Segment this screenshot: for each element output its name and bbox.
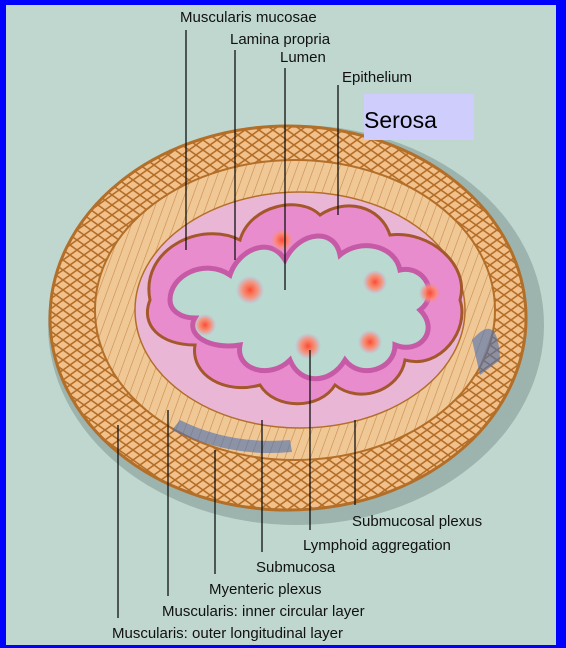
lymphoid-node-7	[358, 330, 382, 354]
label-epithelium: Epithelium	[342, 69, 412, 86]
label-lumen: Lumen	[280, 49, 326, 66]
label-outer-longitudinal: Muscularis: outer longitudinal layer	[112, 625, 343, 642]
label-lymphoid-aggregation: Lymphoid aggregation	[303, 537, 451, 554]
label-submucosal-plexus: Submucosal plexus	[352, 513, 482, 530]
label-myenteric-plexus: Myenteric plexus	[209, 581, 322, 598]
lymphoid-node-1	[270, 228, 294, 252]
lymphoid-node-3	[194, 314, 216, 336]
lymphoid-node-6	[419, 282, 441, 304]
lymphoid-node-4	[295, 333, 321, 359]
serosa-label: Serosa	[364, 107, 437, 134]
label-muscularis-mucosae: Muscularis mucosae	[180, 9, 317, 26]
lymphoid-node-5	[363, 270, 387, 294]
label-submucosa: Submucosa	[256, 559, 336, 576]
label-inner-circular: Muscularis: inner circular layer	[162, 603, 365, 620]
lymphoid-node-2	[236, 276, 264, 304]
label-lamina-propria: Lamina propria	[230, 31, 331, 48]
